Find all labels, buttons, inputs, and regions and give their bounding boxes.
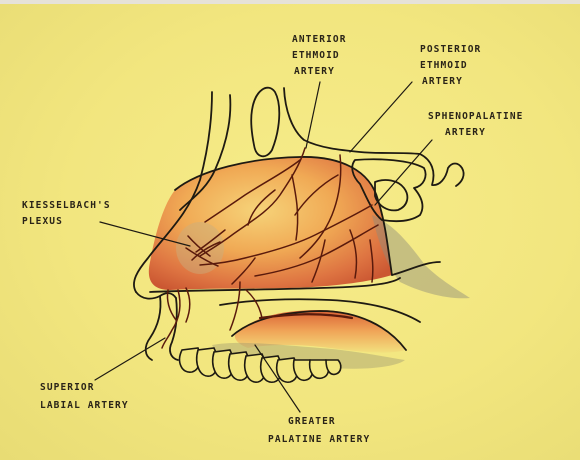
maxilla-front (170, 298, 178, 360)
leader-sphenopalatine (375, 140, 432, 205)
superior-labial-vessel (162, 290, 180, 348)
label-superior-labial: SUPERIOR LABIAL ARTERY (40, 382, 129, 411)
label-anterior-ethmoid: ANTERIOR ETHMOID ARTERY (292, 34, 353, 77)
label-posterior-ethmoid: POSTERIOR ETHMOID ARTERY (420, 44, 488, 87)
nasal-roof (284, 88, 420, 154)
label-greater-palatine: GREATER PALATINE ARTERY (268, 416, 370, 445)
leader-superior-labial (95, 338, 165, 380)
label-sphenopalatine: SPHENOPALATINE ARTERY (428, 111, 530, 138)
vessel-branch (246, 290, 262, 318)
upper-lip-outline (146, 296, 161, 360)
nose-tip-outline (136, 292, 176, 299)
leader-anterior-ethmoid (306, 82, 320, 148)
sphenoid-upper (420, 154, 464, 186)
leader-posterior-ethmoid (350, 82, 412, 152)
frontal-sinus (251, 88, 279, 157)
posterior-shading (372, 215, 470, 298)
vessel-branch (186, 288, 190, 322)
